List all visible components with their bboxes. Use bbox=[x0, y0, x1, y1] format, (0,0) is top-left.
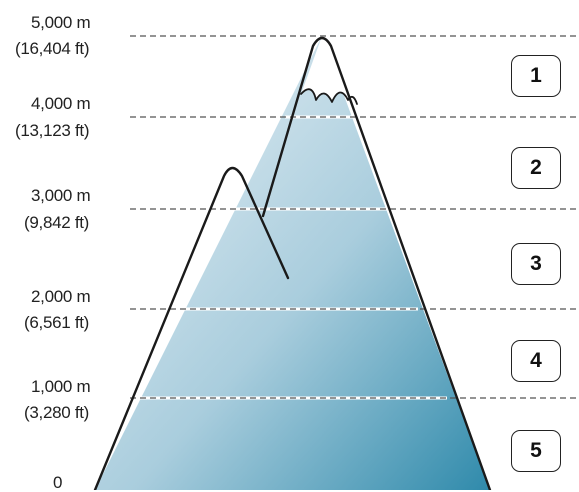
altitude-label-4000m: 4,000 m bbox=[31, 94, 91, 113]
altitude-label-5000m: 5,000 m bbox=[31, 13, 91, 32]
zone-badge-5: 5 bbox=[511, 430, 561, 472]
altitude-label-0: 0 bbox=[53, 473, 63, 492]
snow-outline bbox=[300, 88, 358, 105]
altitude-label-2000m: 2,000 m bbox=[31, 287, 91, 306]
altitude-label-9842ft: (9,842 ft) bbox=[24, 213, 90, 232]
main-mountain bbox=[95, 36, 490, 490]
altitude-label-1000m: 1,000 m bbox=[31, 377, 91, 396]
zone-badge-1: 1 bbox=[511, 55, 561, 97]
altitude-label-3000m: 3,000 m bbox=[31, 186, 91, 205]
altitude-label-3280ft: (3,280 ft) bbox=[24, 403, 90, 422]
zone-badge-3: 3 bbox=[511, 243, 561, 285]
snow-cap bbox=[301, 36, 357, 102]
altitude-dash-lines bbox=[130, 35, 579, 399]
altitude-label-16404ft: (16,404 ft) bbox=[15, 39, 90, 58]
altitude-label-13123ft: (13,123 ft) bbox=[15, 121, 90, 140]
altitude-label-6561ft: (6,561 ft) bbox=[24, 313, 90, 332]
mountain-outline bbox=[93, 36, 492, 490]
zone-badge-2: 2 bbox=[511, 147, 561, 189]
zone-badge-4: 4 bbox=[511, 340, 561, 382]
